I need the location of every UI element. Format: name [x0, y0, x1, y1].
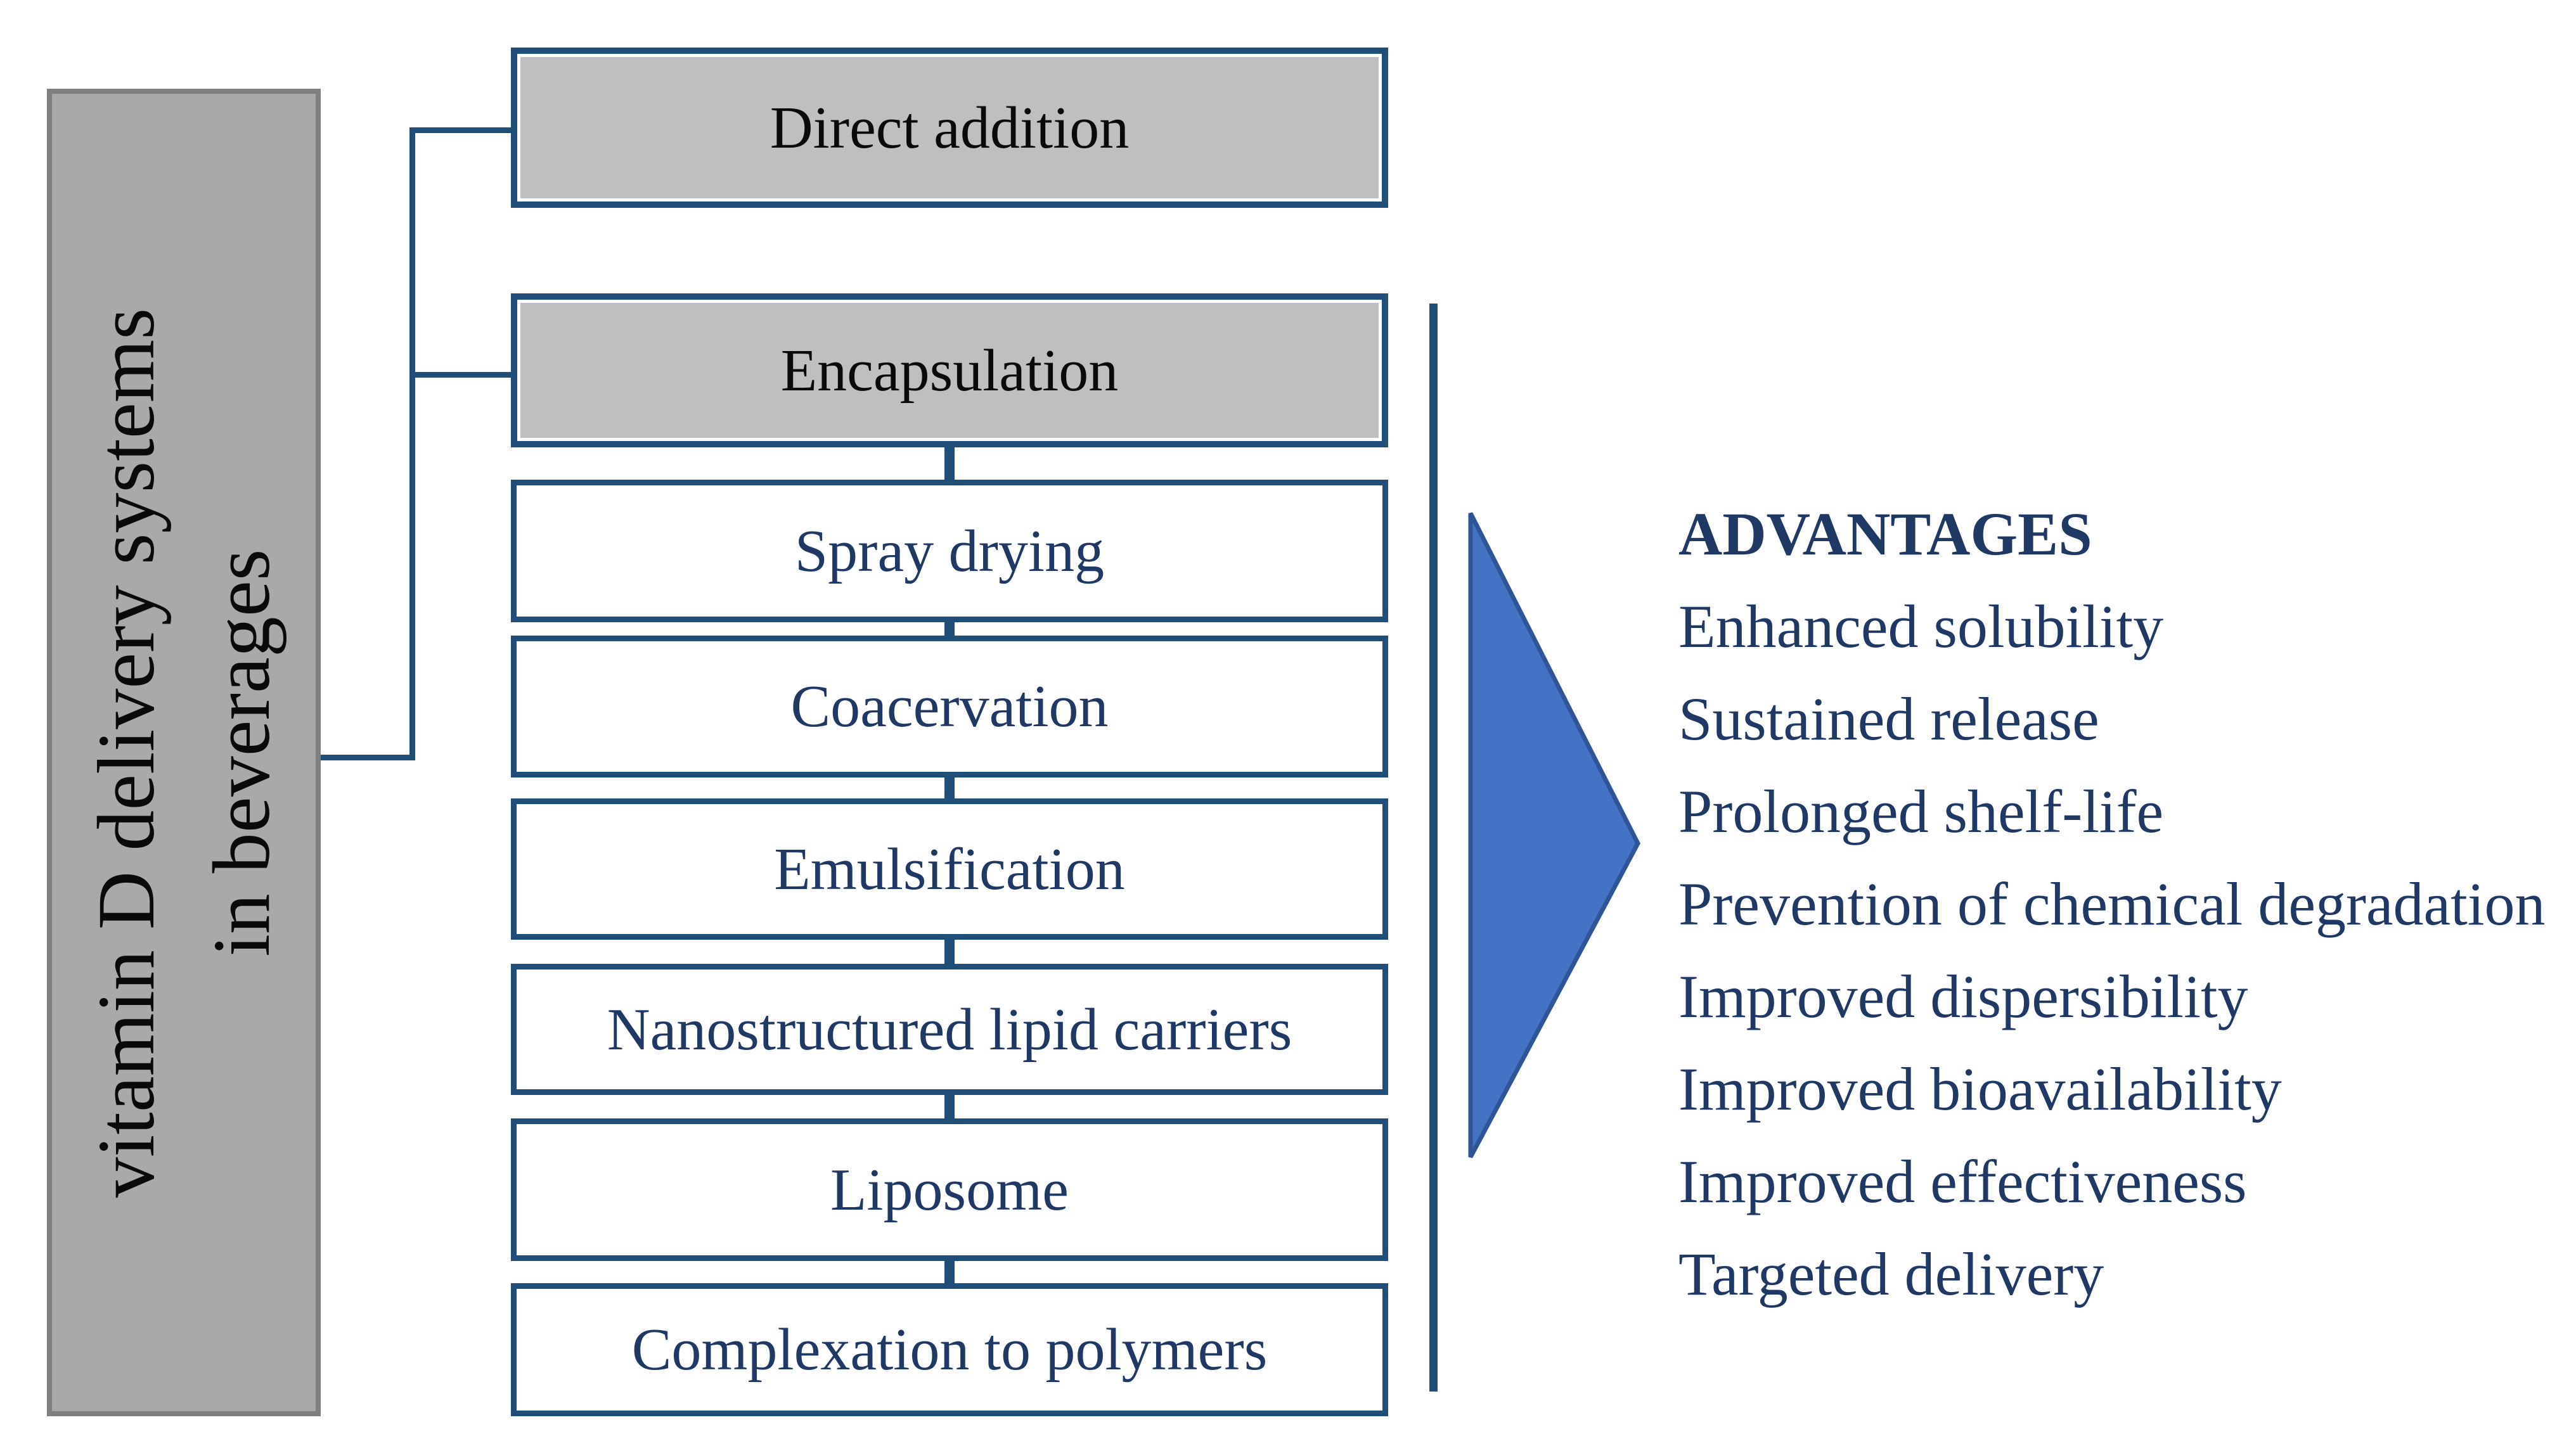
connector-trunk-vertical	[409, 127, 415, 760]
stub-coacervation-emulsification	[944, 778, 955, 798]
advantages-arrow-icon	[1468, 512, 1640, 1158]
stub-nanostructured-liposome	[944, 1095, 955, 1118]
advantages-heading: ADVANTAGES	[1678, 500, 2092, 568]
advantage-prevention-chemical-degradation: Prevention of chemical degradation	[1678, 870, 2546, 938]
root-label-line-2: in beverages	[196, 548, 287, 957]
node-direct-addition: Direct addition	[511, 48, 1388, 208]
advantages-list: ADVANTAGES Enhanced solubility Sustained…	[1678, 488, 2566, 1321]
stub-encapsulation-spray-drying	[944, 447, 955, 480]
node-liposome-label: Liposome	[830, 1156, 1069, 1223]
advantage-targeted-delivery: Targeted delivery	[1678, 1240, 2104, 1308]
node-liposome: Liposome	[511, 1118, 1388, 1261]
advantage-improved-dispersibility: Improved dispersibility	[1678, 963, 2248, 1030]
node-emulsification-label: Emulsification	[774, 836, 1125, 902]
connector-branch-encapsulation	[409, 372, 511, 378]
stub-spray-drying-coacervation	[944, 622, 955, 636]
node-coacervation-label: Coacervation	[790, 674, 1109, 739]
stub-liposome-complexation	[944, 1261, 955, 1283]
node-nanostructured-lipid-carriers-label: Nanostructured lipid carriers	[607, 996, 1292, 1063]
node-complexation-to-polymers-label: Complexation to polymers	[631, 1317, 1268, 1383]
node-spray-drying: Spray drying	[511, 480, 1388, 622]
advantage-improved-effectiveness: Improved effectiveness	[1678, 1148, 2247, 1215]
connector-bar-to-trunk	[321, 755, 415, 760]
node-spray-drying-label: Spray drying	[794, 518, 1105, 584]
node-encapsulation-label: Encapsulation	[780, 337, 1119, 404]
node-nanostructured-lipid-carriers: Nanostructured lipid carriers	[511, 964, 1388, 1095]
node-complexation-to-polymers: Complexation to polymers	[511, 1283, 1388, 1416]
stub-emulsification-nanostructured	[944, 940, 955, 964]
node-coacervation: Coacervation	[511, 636, 1388, 778]
advantage-improved-bioavailability: Improved bioavailability	[1678, 1055, 2282, 1123]
node-direct-addition-label: Direct addition	[770, 94, 1130, 161]
root-node-label: vitamin D delivery systems in beverages	[68, 307, 299, 1197]
node-emulsification: Emulsification	[511, 798, 1388, 940]
encapsulation-bracket-line	[1429, 304, 1438, 1392]
advantage-prolonged-shelf-life: Prolonged shelf-life	[1678, 778, 2164, 845]
advantage-sustained-release: Sustained release	[1678, 685, 2099, 753]
connector-branch-direct-addition	[409, 127, 511, 133]
root-label-line-1: vitamin D delivery systems	[81, 307, 171, 1198]
advantage-enhanced-solubility: Enhanced solubility	[1678, 592, 2164, 660]
node-encapsulation: Encapsulation	[511, 293, 1388, 447]
root-node-vitamin-d-delivery-systems: vitamin D delivery systems in beverages	[47, 89, 321, 1416]
